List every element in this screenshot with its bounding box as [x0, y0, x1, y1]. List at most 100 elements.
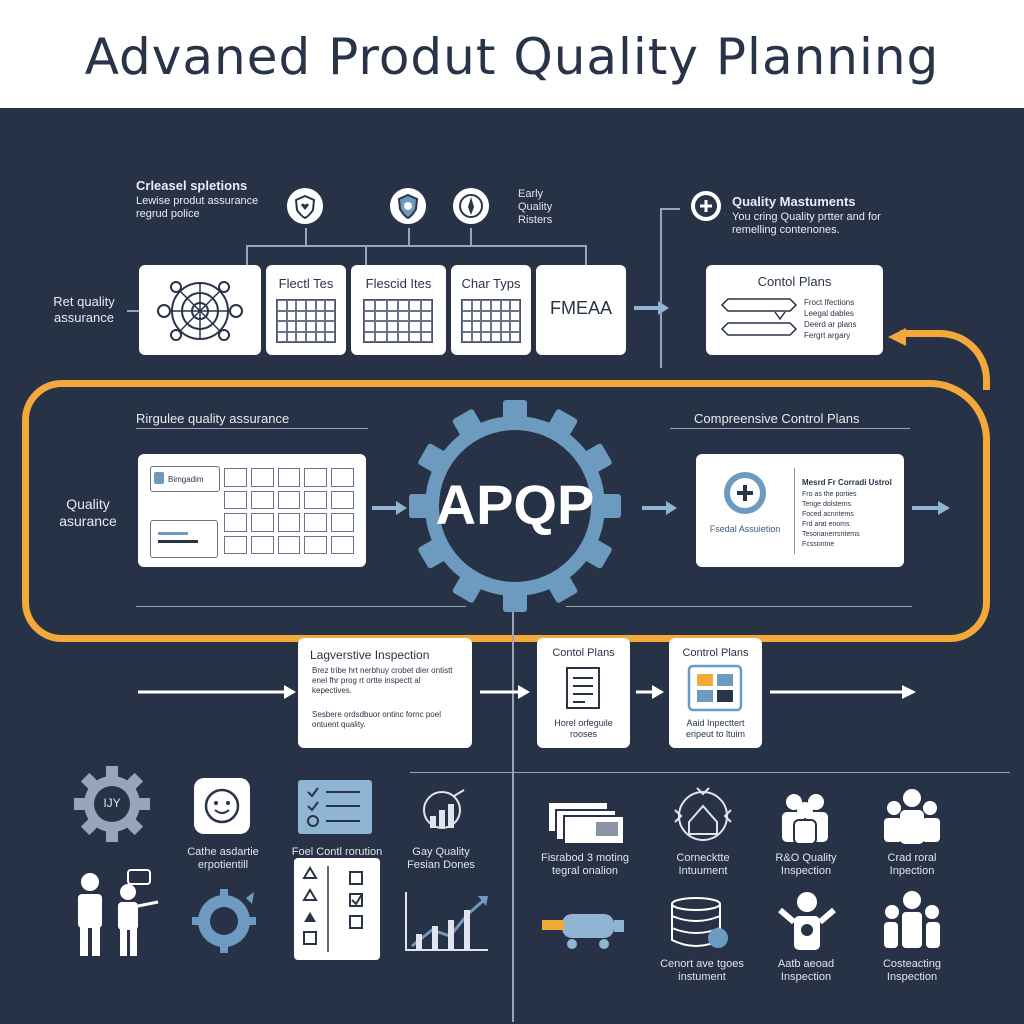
network-diagram-card: [139, 265, 261, 355]
stacked-screens-icon: [547, 801, 625, 845]
puzzle-screen-icon: [687, 664, 743, 712]
icon-label: Aatb aeoad Inspection: [777, 958, 835, 983]
top-left-body: Lewise produt assurance regrud police: [136, 195, 259, 220]
icon-label: Gay Quality Fesian Dones: [407, 846, 475, 871]
control-plans-item: Froct Ifections: [804, 298, 855, 307]
fmea-card: FMEAA: [536, 265, 626, 355]
top-right-heading: Quality Mastuments: [732, 194, 856, 209]
feedback-loop: [22, 380, 990, 642]
team-leader-icon: [884, 789, 940, 844]
document-icon: [566, 667, 600, 709]
magnifier-chart-icon: [423, 789, 465, 829]
long-arrow-icon: [770, 685, 916, 699]
association-line: Fcssontne: [802, 541, 835, 548]
fmea-label: FMEAA: [549, 298, 612, 318]
icon-label: Costeacting Inspection: [882, 958, 942, 983]
checklist-document-icon: [294, 858, 380, 960]
row1-card-1: Flectl Tes: [266, 265, 346, 355]
person-arms-icon: [778, 892, 836, 950]
association-line: Tesonanerrsntems: [802, 531, 860, 538]
top-right-body: You cring Quality prtter and for remelli…: [732, 211, 881, 236]
checklist-board-icon: [298, 780, 372, 834]
inspection-card: Lagverstive Inspection Brez tribe hrt ne…: [298, 638, 472, 748]
dashboard-card: Bimgadim: [138, 454, 366, 567]
shield-icon: [154, 472, 164, 484]
table-grid: [363, 299, 433, 343]
control-plans-a-caption: Horel orfeguile rooses: [554, 718, 613, 739]
cycle-arrows-icon: [192, 889, 256, 953]
control-plans-item: Fergrt argary: [804, 331, 851, 340]
gear-text: IJY: [103, 796, 121, 810]
loop-arrowhead-icon: [888, 328, 906, 346]
row1-card-2: Flescid Ites: [351, 265, 446, 355]
people-meeting-icon: [884, 891, 940, 948]
control-plans-b-card: Control Plans Aaid Inpecttert eripeut to…: [669, 638, 762, 748]
apqp-hub-label: APQP: [435, 473, 595, 536]
gear-icon: [74, 766, 150, 842]
control-plans-b-title: Control Plans: [682, 647, 749, 659]
people-talking-icon: [78, 869, 159, 956]
row1-card-1-label: Flectl Tes: [278, 276, 334, 291]
association-line: Fro as the porties: [802, 491, 857, 498]
gear-network-icon: [157, 281, 243, 341]
shield-heart-icon: [285, 186, 325, 226]
center-left-label: Rirgulee quality assurance: [136, 411, 290, 426]
center-right-label: Compreensive Control Plans: [694, 411, 860, 426]
table-grid: [461, 299, 521, 343]
machine-tool-icon: [542, 914, 624, 949]
growth-chart-icon: [405, 892, 488, 951]
flow-arrows-icon: [720, 298, 798, 336]
association-logo-icon: [724, 472, 766, 514]
control-plans-b-caption: Aaid Inpecttert eripeut to ltuim: [685, 718, 746, 739]
icon-label: Cenort ave tgoes instument: [660, 958, 744, 983]
server-stack-icon: [671, 897, 728, 948]
apqp-gear-icon: [409, 400, 621, 612]
row1-side-label: Ret quality assurance: [53, 294, 115, 325]
association-line: Tenge dolstems: [802, 501, 852, 508]
association-line: Foced acnntems: [802, 511, 854, 518]
shield-check-icon: [388, 186, 428, 226]
table-grid: [276, 299, 336, 343]
control-plans-a-title: Contol Plans: [552, 647, 615, 659]
row1-card-2-label: Flescid Ites: [365, 276, 432, 291]
top-small-label: Early Quality Risters: [518, 188, 553, 226]
title-bar: [0, 0, 1024, 108]
inspection-bullet: Sesbere ordsdbuor ontinc fornc poel ontu…: [312, 710, 441, 729]
inspection-title: Lagverstive Inspection: [310, 648, 430, 662]
team-group-icon: [782, 794, 828, 845]
inspection-bullet: Brez tribe hrt nerbhuy crobet dier ontis…: [312, 666, 453, 695]
icon-label: Crad roral Inpection: [887, 852, 937, 877]
long-arrow-icon: [138, 685, 296, 699]
control-plans-card: Contol Plans Froct Ifections Leegal dabl…: [706, 265, 883, 355]
control-plans-title: Contol Plans: [757, 274, 832, 289]
arrow-right-icon: [372, 501, 407, 515]
row1-card-3: Char Typs: [451, 265, 531, 355]
arrow-right-icon: [480, 685, 530, 699]
control-plans-item: Deerd ar plans: [804, 320, 857, 329]
center-side-label: Quality asurance: [59, 496, 117, 529]
icon-label: Foel Contl rorution: [291, 846, 383, 858]
arrow-right-icon: [636, 685, 664, 699]
gear-house-icon: [674, 787, 732, 841]
control-plans-item: Leegal dables: [804, 309, 854, 318]
plus-circle-icon: [689, 189, 723, 223]
association-heading: Mesrd Fr Corradi Ustrol: [802, 478, 892, 487]
dashboard-tag: Bimgadim: [168, 475, 204, 484]
compass-icon: [451, 186, 491, 226]
icon-label: R&O Quality Inspection: [775, 852, 837, 877]
icon-label: Fisrabod 3 moting tegral onalion: [540, 852, 630, 877]
control-plans-a-card: Contol Plans Horel orfeguile rooses: [537, 638, 630, 748]
association-logo-text: Fsedal Assuietion: [709, 524, 781, 534]
association-card: Fsedal Assuietion Mesrd Fr Corradi Ustro…: [696, 454, 904, 567]
smile-app-icon: [194, 778, 250, 834]
arrow-right-icon: [912, 501, 950, 515]
top-left-heading: Crleasel spletions: [136, 178, 248, 193]
arrow-right-icon: [642, 501, 677, 515]
arrow-right-icon: [634, 301, 669, 315]
loop-return-arc: [900, 330, 990, 390]
icon-label: Cornecktte Intuument: [676, 852, 730, 877]
row1-card-3-label: Char Typs: [461, 276, 521, 291]
association-line: Frd arat enoms: [802, 521, 850, 528]
page-title: Advaned Produt Quality Planning: [84, 28, 940, 86]
icon-label: Cathe asdartie erpotientill: [187, 846, 259, 871]
